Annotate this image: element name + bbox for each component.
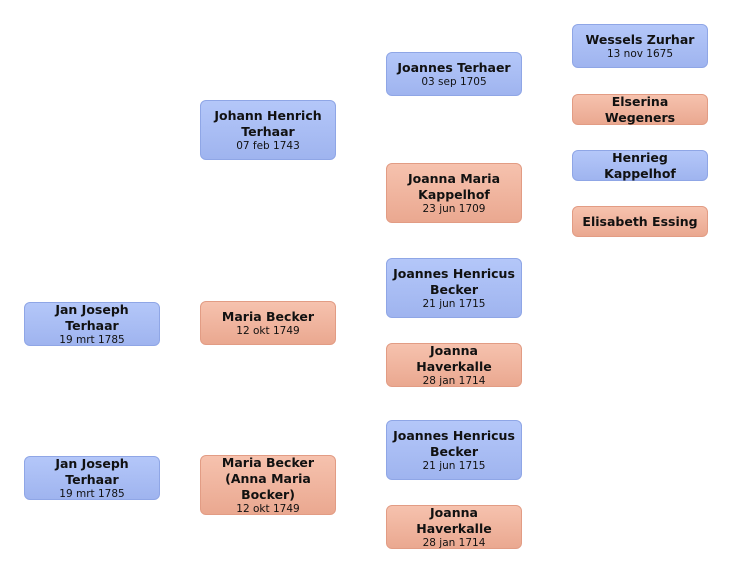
person-name: Joanna Maria Kappelhof	[407, 170, 501, 202]
person-name: Jan Joseph Terhaar	[55, 301, 129, 333]
person-date: 12 okt 1749	[236, 324, 300, 337]
person-date: 19 mrt 1785	[59, 333, 125, 346]
person-name: Joanna Haverkalle	[416, 504, 492, 536]
person-card-joanna-haverkalle-2[interactable]: Joanna Haverkalle 28 jan 1714	[386, 505, 522, 549]
person-date: 07 feb 1743	[236, 139, 300, 152]
person-card-jan-joseph-terhaar-1[interactable]: Jan Joseph Terhaar 19 mrt 1785	[24, 302, 160, 346]
person-card-joanna-haverkalle-1[interactable]: Joanna Haverkalle 28 jan 1714	[386, 343, 522, 387]
person-name: Maria Becker	[221, 308, 315, 324]
person-name: Wessels Zurhar	[585, 31, 695, 47]
person-name: Joannes Terhaer	[397, 59, 511, 75]
person-name: Elisabeth Essing	[582, 213, 698, 229]
person-name: Johann Henrich Terhaar	[214, 107, 322, 139]
person-card-elserina-wegeners[interactable]: Elserina Wegeners	[572, 94, 708, 125]
person-card-henrieg-kappelhof[interactable]: Henrieg Kappelhof	[572, 150, 708, 181]
person-date: 19 mrt 1785	[59, 487, 125, 500]
person-card-joannes-terhaer[interactable]: Joannes Terhaer 03 sep 1705	[386, 52, 522, 96]
person-name: Joannes Henricus Becker	[393, 265, 515, 297]
person-card-maria-becker[interactable]: Maria Becker 12 okt 1749	[200, 301, 336, 345]
person-date: 21 jun 1715	[422, 297, 486, 310]
person-card-joanna-maria-kappelhof[interactable]: Joanna Maria Kappelhof 23 jun 1709	[386, 163, 522, 223]
person-card-johann-henrich-terhaar[interactable]: Johann Henrich Terhaar 07 feb 1743	[200, 100, 336, 160]
person-name: Joannes Henricus Becker	[393, 427, 515, 459]
person-date: 03 sep 1705	[421, 75, 487, 88]
person-date: 28 jan 1714	[422, 374, 486, 387]
person-card-elisabeth-essing[interactable]: Elisabeth Essing	[572, 206, 708, 237]
person-name: Maria Becker (Anna Maria Bocker)	[221, 454, 315, 502]
person-name: Elserina Wegeners	[604, 93, 676, 125]
person-card-joannes-henricus-becker-2[interactable]: Joannes Henricus Becker 21 jun 1715	[386, 420, 522, 480]
person-name: Jan Joseph Terhaar	[55, 455, 129, 487]
person-name: Henrieg Kappelhof	[604, 149, 676, 181]
person-card-maria-becker-anna-maria-bocker[interactable]: Maria Becker (Anna Maria Bocker) 12 okt …	[200, 455, 336, 515]
person-date: 13 nov 1675	[606, 47, 674, 60]
person-date: 12 okt 1749	[236, 502, 300, 515]
person-name: Joanna Haverkalle	[416, 342, 492, 374]
person-date: 23 jun 1709	[422, 202, 486, 215]
person-date: 21 jun 1715	[422, 459, 486, 472]
person-card-joannes-henricus-becker-1[interactable]: Joannes Henricus Becker 21 jun 1715	[386, 258, 522, 318]
person-date: 28 jan 1714	[422, 536, 486, 549]
person-card-wessels-zurhar[interactable]: Wessels Zurhar 13 nov 1675	[572, 24, 708, 68]
person-card-jan-joseph-terhaar-2[interactable]: Jan Joseph Terhaar 19 mrt 1785	[24, 456, 160, 500]
